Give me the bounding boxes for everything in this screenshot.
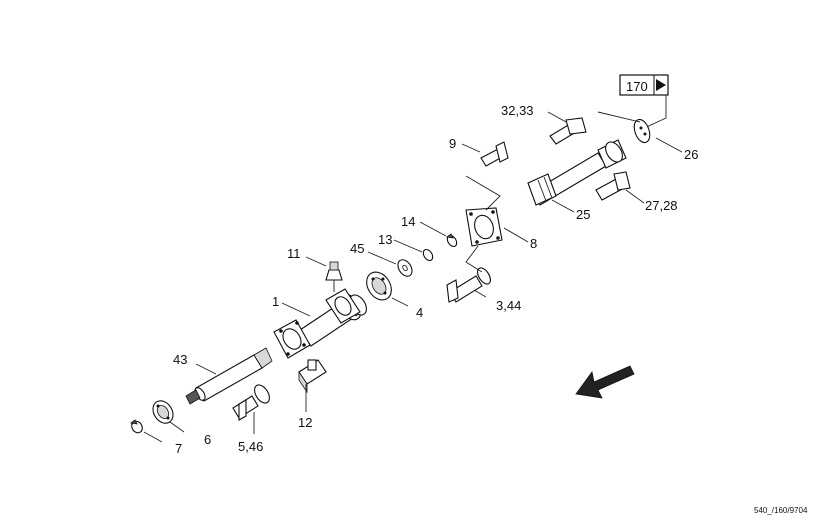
- reference-box-label: 170: [626, 79, 648, 94]
- bearing-left: [152, 400, 174, 424]
- label-part-4: 4: [416, 305, 423, 320]
- arrow-icon: [575, 365, 635, 399]
- bolt-upper: [549, 117, 587, 145]
- label-part-32-33: 32,33: [501, 103, 534, 118]
- label-part-12: 12: [298, 415, 312, 430]
- footer-code: 540_/160/9704: [754, 506, 808, 515]
- label-part-3-44: 3,44: [496, 298, 521, 313]
- reference-box[interactable]: 170: [619, 74, 669, 96]
- label-part-26: 26: [684, 147, 698, 162]
- label-part-11: 11: [287, 246, 301, 261]
- shaft-end-flange: [325, 288, 361, 324]
- circlip-left: [130, 419, 143, 434]
- label-part-5-46: 5,46: [238, 439, 263, 454]
- bolt-middle: [446, 267, 492, 303]
- label-part-14: 14: [401, 214, 415, 229]
- bolt-right: [595, 171, 631, 201]
- washer: [397, 259, 413, 277]
- bolt-lower: [232, 384, 270, 421]
- grease-nipple: [325, 261, 343, 292]
- drive-shaft: [527, 139, 627, 206]
- shaft-flange: [273, 319, 311, 359]
- label-part-25: 25: [576, 207, 590, 222]
- label-part-9: 9: [449, 136, 456, 151]
- label-part-8: 8: [530, 236, 537, 251]
- bracket: [298, 359, 327, 394]
- label-part-7: 7: [175, 441, 182, 456]
- bearing-middle: [366, 271, 392, 301]
- label-part-13: 13: [378, 232, 392, 247]
- label-part-6: 6: [204, 432, 211, 447]
- disc: [633, 118, 651, 144]
- ring: [422, 248, 434, 262]
- bolt-9: [480, 141, 509, 167]
- circlip-middle: [446, 233, 458, 248]
- leader-lines: [143, 111, 683, 443]
- label-part-27-28: 27,28: [645, 198, 678, 213]
- splined-shaft: [185, 347, 273, 405]
- label-part-1: 1: [272, 294, 279, 309]
- label-part-43: 43: [173, 352, 187, 367]
- flange-plate: [465, 207, 503, 247]
- triangle-right-icon: [656, 79, 666, 91]
- label-part-45: 45: [350, 241, 364, 256]
